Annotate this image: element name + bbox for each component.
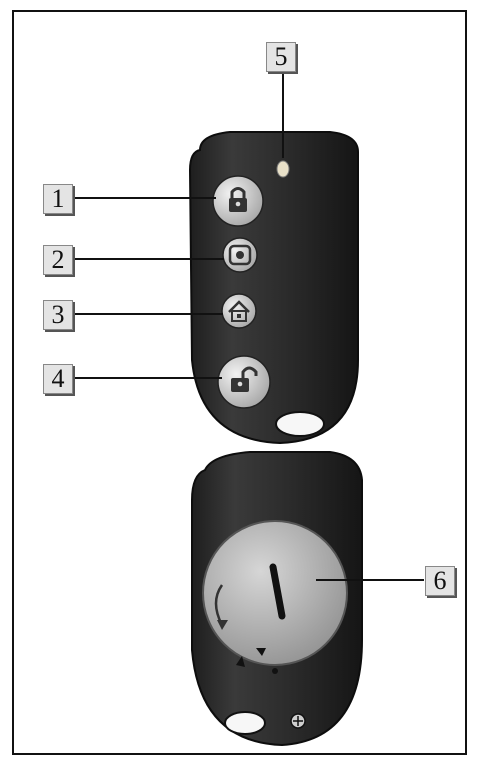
siren-icon [228, 244, 252, 266]
keyring-hole [224, 711, 266, 735]
coin-slot [269, 563, 286, 620]
screw-icon [290, 713, 306, 729]
leader-lines [75, 74, 424, 581]
keyring-hole [275, 411, 325, 437]
callout-1: 1 [43, 184, 73, 214]
led-indicator [276, 160, 290, 178]
callout-6: 6 [425, 566, 455, 596]
callout-5: 5 [266, 42, 296, 72]
unlock-icon [231, 366, 258, 392]
fob-back [191, 451, 363, 747]
align-dot [272, 668, 278, 674]
callout-3: 3 [43, 300, 73, 330]
align-mark-icon [236, 656, 245, 667]
siren-button[interactable] [222, 237, 258, 273]
fob-front [188, 131, 359, 445]
align-mark-icon [256, 648, 266, 656]
callout-4: 4 [43, 364, 73, 394]
unlock-button[interactable] [217, 355, 271, 409]
home-button[interactable] [221, 293, 257, 329]
arrow-head-icon [217, 620, 228, 630]
house-icon [228, 300, 250, 322]
callout-2: 2 [43, 245, 73, 275]
lock-button[interactable] [212, 175, 264, 227]
diagram-frame [12, 10, 467, 755]
lock-icon [229, 187, 247, 212]
